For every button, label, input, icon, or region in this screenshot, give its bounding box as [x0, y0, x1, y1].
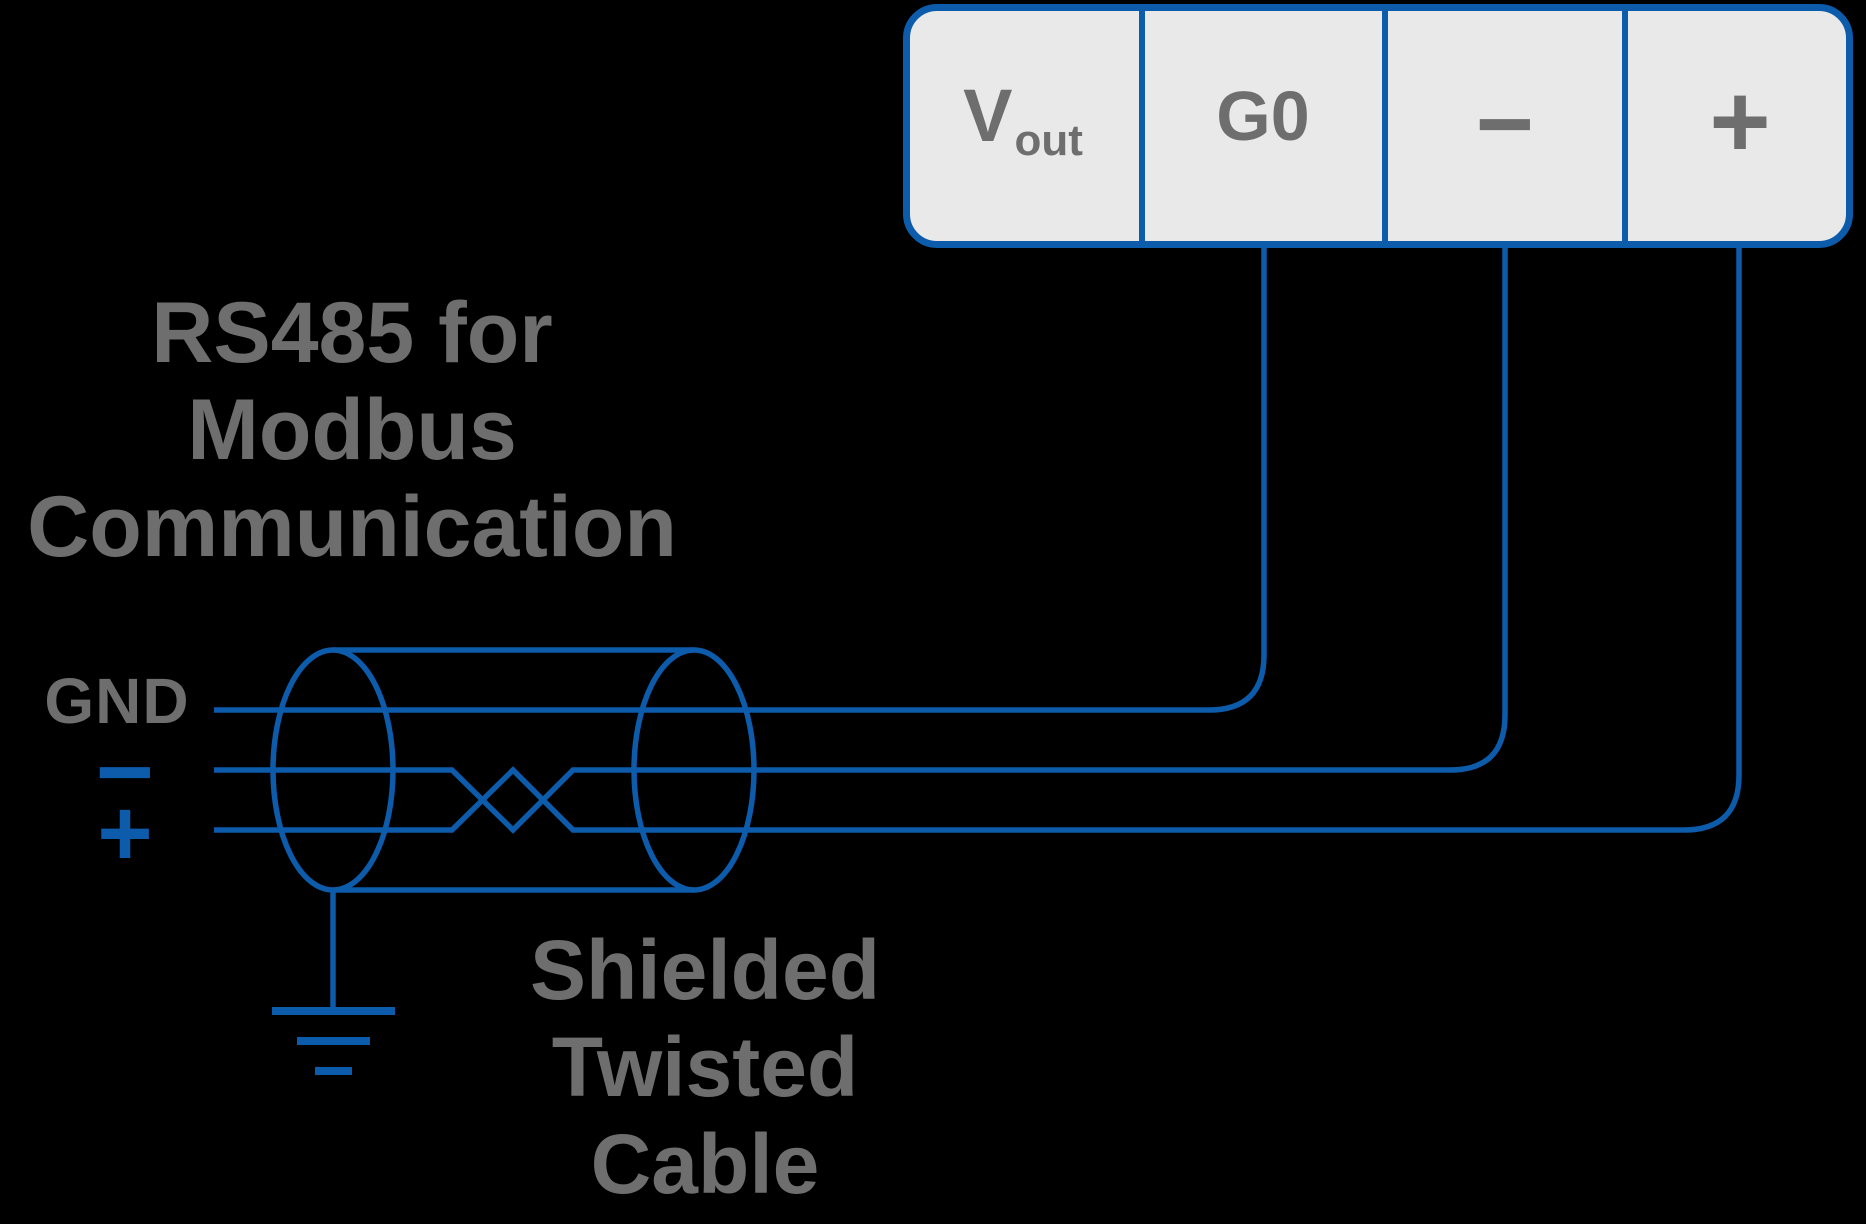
terminal-vout-label: Vout	[963, 79, 1083, 163]
terminal-minus-label: −	[1475, 68, 1535, 180]
cable-caption-line2: Twisted	[551, 1020, 859, 1114]
rs485-caption-line1: RS485 for	[151, 285, 553, 381]
cable-right-ellipse	[631, 647, 757, 893]
rs485-caption-line2: Modbus	[187, 382, 517, 478]
plus-wire	[214, 248, 1742, 833]
ground-symbol-icon	[272, 1007, 395, 1075]
vout-subscript-text: out	[1014, 116, 1083, 165]
terminal-divider	[1382, 11, 1388, 241]
shield-gnd-wire	[214, 248, 1267, 713]
vout-main-text: V	[963, 74, 1013, 157]
cable-caption-line1: Shielded	[529, 923, 881, 1017]
terminal-g0-label: G0	[1216, 77, 1310, 155]
terminal-divider	[1622, 11, 1628, 241]
plus-input-label: +	[97, 780, 153, 887]
cable-caption: Shielded Twisted Cable	[455, 922, 955, 1213]
cable-caption-line3: Cable	[590, 1117, 820, 1211]
minus-wire	[214, 248, 1508, 834]
rs485-caption: RS485 for Modbus Communication	[2, 285, 702, 576]
terminal-block	[903, 4, 1853, 248]
rs485-caption-line3: Communication	[27, 479, 677, 575]
gnd-label: GND	[44, 665, 190, 737]
terminal-plus-label: +	[1709, 63, 1771, 181]
terminal-divider	[1139, 11, 1145, 241]
minus-input-label: −	[95, 716, 155, 828]
